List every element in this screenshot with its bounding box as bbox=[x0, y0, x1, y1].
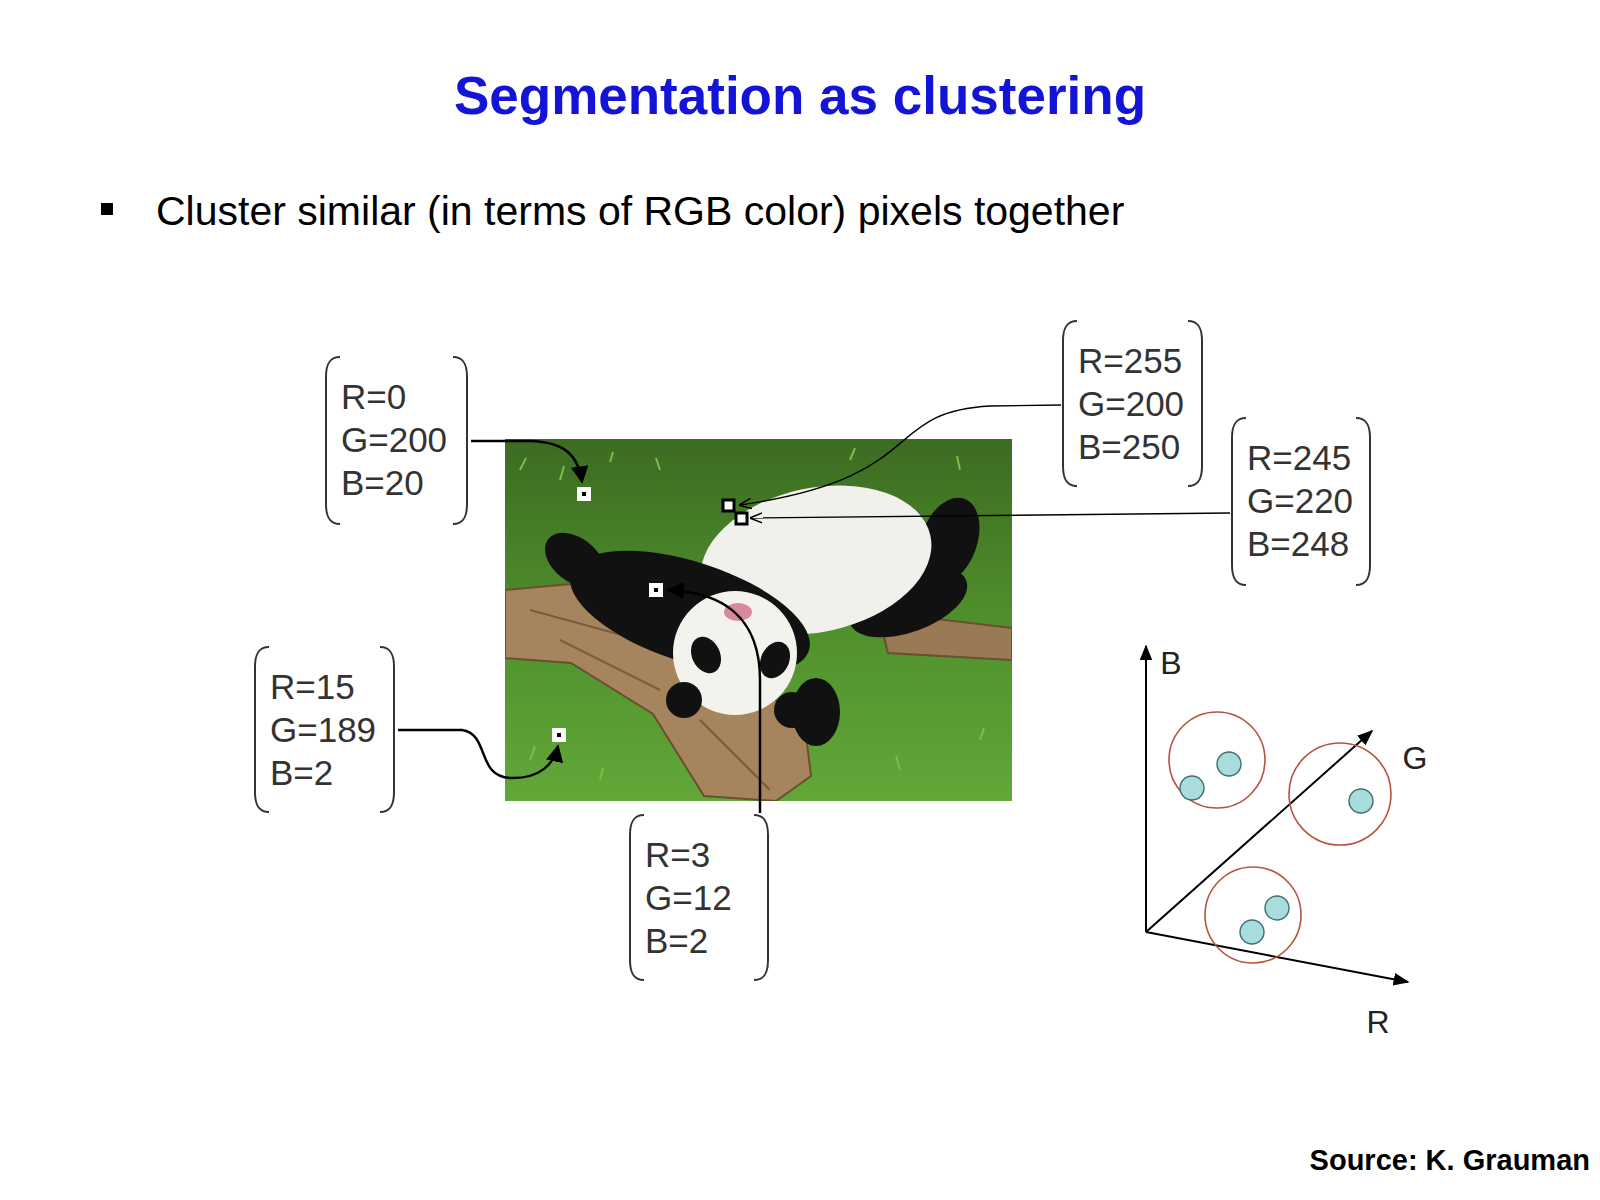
pixel-marker bbox=[723, 500, 734, 511]
cluster-circle bbox=[1205, 867, 1301, 963]
axis bbox=[1145, 646, 1147, 932]
rgb-callout: R=255G=200B=250 bbox=[1061, 319, 1204, 488]
data-point bbox=[1265, 896, 1289, 920]
pixel-markers bbox=[552, 487, 747, 742]
pixel-marker bbox=[649, 583, 663, 597]
axis-label: R bbox=[1366, 1003, 1389, 1041]
rgb-callout: R=3G=12B=2 bbox=[628, 813, 770, 982]
panda-ear bbox=[774, 692, 810, 728]
rgb-value: G=200 bbox=[1078, 382, 1204, 425]
rgb-value: G=12 bbox=[645, 876, 770, 919]
bullet-text: Cluster similar (in terms of RGB color) … bbox=[156, 187, 1124, 236]
data-point bbox=[1240, 920, 1264, 944]
leader-line bbox=[471, 441, 582, 482]
rgb-value: R=255 bbox=[1078, 339, 1204, 382]
panda-ear bbox=[666, 682, 702, 718]
rgb-callout: R=15G=189B=2 bbox=[253, 645, 396, 814]
data-point bbox=[1349, 789, 1373, 813]
rgb-value: B=248 bbox=[1247, 522, 1372, 565]
rgb-value: B=250 bbox=[1078, 425, 1204, 468]
panda-eye-patch bbox=[685, 632, 726, 678]
panda-mouth bbox=[724, 603, 752, 621]
pixel-marker bbox=[557, 733, 561, 737]
leader-lines bbox=[398, 405, 1230, 813]
data-point bbox=[1217, 752, 1241, 776]
rgb-value: R=0 bbox=[341, 375, 469, 418]
source-credit: Source: K. Grauman bbox=[1310, 1143, 1590, 1178]
rgb-scatter-plot bbox=[1146, 646, 1408, 982]
rgb-value: G=200 bbox=[341, 418, 469, 461]
rgb-value: G=220 bbox=[1247, 479, 1372, 522]
rgb-callout: R=0G=200B=20 bbox=[324, 355, 469, 526]
axis bbox=[1146, 731, 1372, 932]
rgb-callout: R=245G=220B=248 bbox=[1230, 416, 1372, 587]
data-point bbox=[1180, 776, 1204, 800]
leader-line bbox=[751, 513, 1230, 518]
axis-label: B bbox=[1160, 644, 1181, 682]
rgb-value: R=3 bbox=[645, 833, 770, 876]
leader-line bbox=[668, 590, 760, 813]
pixel-marker bbox=[582, 492, 586, 496]
rgb-value: B=20 bbox=[341, 461, 469, 504]
bullet-marker bbox=[101, 203, 113, 215]
pixel-marker bbox=[552, 728, 566, 742]
pixel-marker bbox=[654, 588, 658, 592]
panda-paw bbox=[535, 522, 616, 599]
rgb-value: B=2 bbox=[270, 751, 396, 794]
grass bbox=[505, 439, 1012, 801]
rgb-value: R=15 bbox=[270, 665, 396, 708]
pixel-marker bbox=[736, 513, 747, 524]
panda-photo bbox=[505, 439, 1012, 801]
rgb-value: B=2 bbox=[645, 919, 770, 962]
slide-title: Segmentation as clustering bbox=[0, 64, 1600, 128]
pixel-marker bbox=[577, 487, 591, 501]
axis-label: G bbox=[1403, 739, 1428, 777]
leader-line bbox=[398, 730, 558, 778]
cluster-circle bbox=[1169, 712, 1265, 808]
cluster-circle bbox=[1289, 743, 1391, 845]
leader-line bbox=[740, 405, 1061, 505]
rgb-value: G=189 bbox=[270, 708, 396, 751]
rgb-value: R=245 bbox=[1247, 436, 1372, 479]
